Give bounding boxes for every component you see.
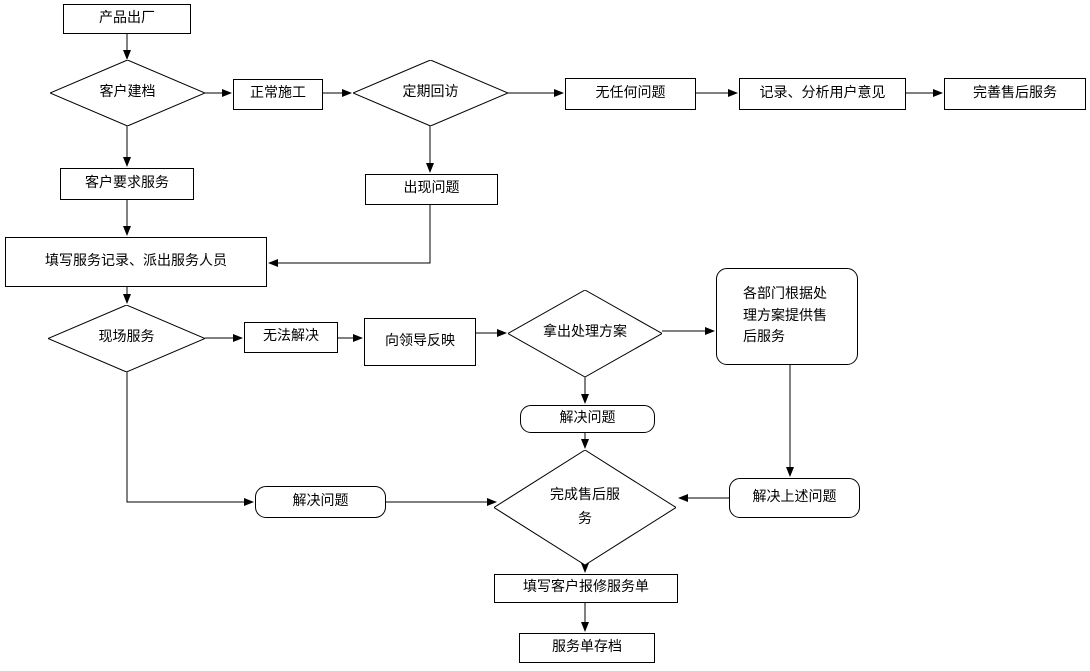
diamond-shape [48, 305, 205, 372]
node-label: 定期回访 [402, 84, 459, 100]
node-label: 正常施工 [250, 86, 306, 102]
node-customer-filing: 客户建档 [50, 60, 205, 126]
node-label: 填写服务记录、派出服务人员 [45, 253, 227, 269]
node-label: 服务单存档 [552, 639, 622, 655]
node-record-analyze: 记录、分析用户意见 [739, 78, 906, 110]
node-label: 完成售后服务 [550, 487, 620, 527]
node-regular-visit: 定期回访 [353, 60, 508, 126]
node-label: 现场服务 [98, 330, 155, 346]
node-normal-construction: 正常施工 [233, 79, 323, 110]
node-problem-appears: 出现问题 [365, 174, 498, 205]
edge-problem-to-fillrecord [268, 205, 431, 267]
node-label: 客户建档 [99, 84, 156, 100]
node-label: 向领导反映 [385, 333, 455, 349]
node-label: 解决问题 [292, 493, 349, 509]
node-onsite-service: 现场服务 [48, 305, 205, 372]
diamond-shape [494, 450, 676, 565]
node-label: 各部门根据处理方案提供售后服务 [743, 286, 827, 346]
node-report-leader: 向领导反映 [364, 318, 476, 366]
node-customer-request: 客户要求服务 [60, 168, 194, 200]
node-cannot-solve: 无法解决 [244, 322, 338, 353]
node-product-shipment: 产品出厂 [63, 4, 191, 34]
node-label: 解决上述问题 [752, 489, 837, 505]
node-complete-service: 完成售后服务 [494, 450, 676, 565]
node-label: 填写客户报修服务单 [523, 580, 649, 596]
node-no-problem: 无任何问题 [565, 78, 696, 110]
node-label: 客户要求服务 [85, 175, 169, 191]
node-fill-repair-form: 填写客户报修服务单 [494, 574, 678, 603]
node-solve-problem-left: 解决问题 [255, 486, 386, 518]
diamond-shape [50, 60, 205, 126]
node-label: 产品出厂 [99, 10, 155, 26]
node-improve-service: 完善售后服务 [944, 78, 1086, 110]
node-label: 记录、分析用户意见 [759, 85, 886, 101]
node-solve-above: 解决上述问题 [729, 478, 860, 518]
node-label: 出现问题 [403, 181, 460, 197]
node-label: 无法解决 [263, 329, 319, 345]
diamond-shape [353, 60, 508, 126]
node-label: 解决问题 [559, 410, 616, 426]
node-propose-plan: 拿出处理方案 [508, 290, 662, 377]
edge-onsite-to-solveleft [126, 372, 254, 506]
node-label: 拿出处理方案 [543, 325, 627, 341]
node-archive-form: 服务单存档 [519, 633, 655, 663]
node-solve-problem-mid: 解决问题 [520, 405, 655, 433]
node-label: 完善售后服务 [973, 85, 1057, 101]
diamond-shape [508, 290, 662, 377]
node-fill-record-dispatch: 填写服务记录、派出服务人员 [5, 237, 267, 287]
node-departments-provide: 各部门根据处理方案提供售后服务 [716, 268, 858, 365]
node-label: 无任何问题 [595, 85, 666, 101]
